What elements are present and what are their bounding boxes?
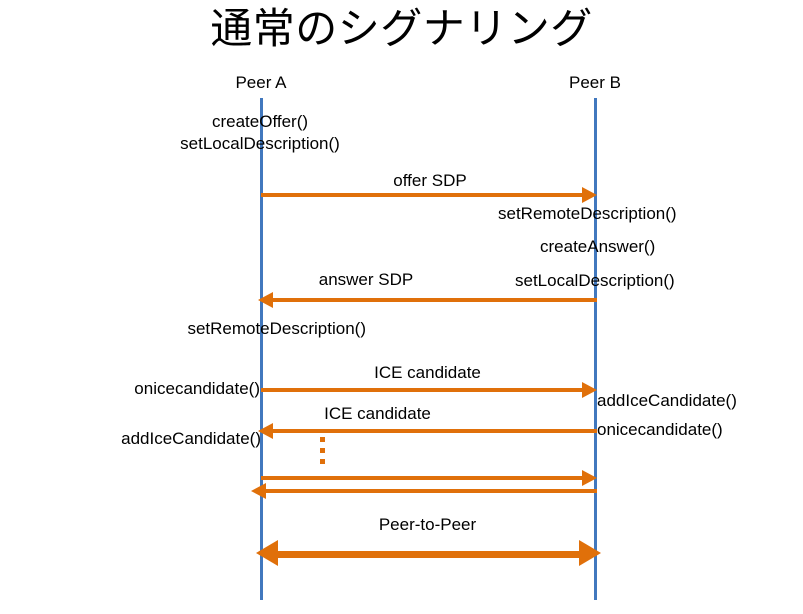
arrowhead-left-icon: [258, 423, 273, 439]
arrow-shaft: [261, 193, 583, 197]
arrowhead-right-icon: [582, 187, 597, 203]
page-title: 通常のシグナリング: [210, 5, 593, 52]
participant-label-peer-a: Peer A: [235, 73, 287, 92]
note-create-offer: createOffer(): [211, 112, 309, 131]
note-create-answer: createAnswer(): [540, 237, 656, 256]
arrow-shaft: [265, 489, 597, 493]
arrow-shaft: [272, 298, 597, 302]
arrowhead-right-icon: [579, 540, 601, 566]
note-onicecandidate-a: onicecandidate(): [134, 379, 260, 398]
note-set-local-description-a: setLocalDescription(): [180, 134, 340, 153]
arrowhead-left-icon: [256, 540, 278, 566]
participant-label-peer-b: Peer B: [569, 73, 621, 92]
arrow-shaft: [276, 551, 581, 558]
message-label-ice-candidate-1: ICE candidate: [374, 363, 481, 382]
arrowhead-right-icon: [582, 470, 597, 486]
note-onicecandidate-b: onicecandidate(): [597, 420, 723, 439]
arrowhead-left-icon: [251, 483, 266, 499]
message-label-answer-sdp: answer SDP: [318, 270, 414, 289]
note-set-remote-description-a: setRemoteDescription(): [187, 319, 366, 338]
arrowhead-left-icon: [258, 292, 273, 308]
lifeline-peer-a: [260, 98, 263, 600]
arrow-shaft: [261, 476, 583, 480]
note-add-ice-candidate-b: addIceCandidate(): [597, 391, 737, 410]
lifeline-peer-b: [594, 98, 597, 600]
message-label-offer-sdp: offer SDP: [393, 171, 467, 190]
ellipsis-vertical-icon: [320, 437, 325, 466]
message-label-peer-to-peer: Peer-to-Peer: [378, 515, 477, 534]
note-add-ice-candidate-a: addIceCandidate(): [121, 429, 261, 448]
arrowhead-right-icon: [582, 382, 597, 398]
arrow-shaft: [261, 388, 583, 392]
note-set-local-description-b: setLocalDescription(): [515, 271, 675, 290]
message-label-ice-candidate-2: ICE candidate: [324, 404, 431, 423]
arrow-shaft: [272, 429, 597, 433]
note-set-remote-description-b: setRemoteDescription(): [498, 204, 677, 223]
